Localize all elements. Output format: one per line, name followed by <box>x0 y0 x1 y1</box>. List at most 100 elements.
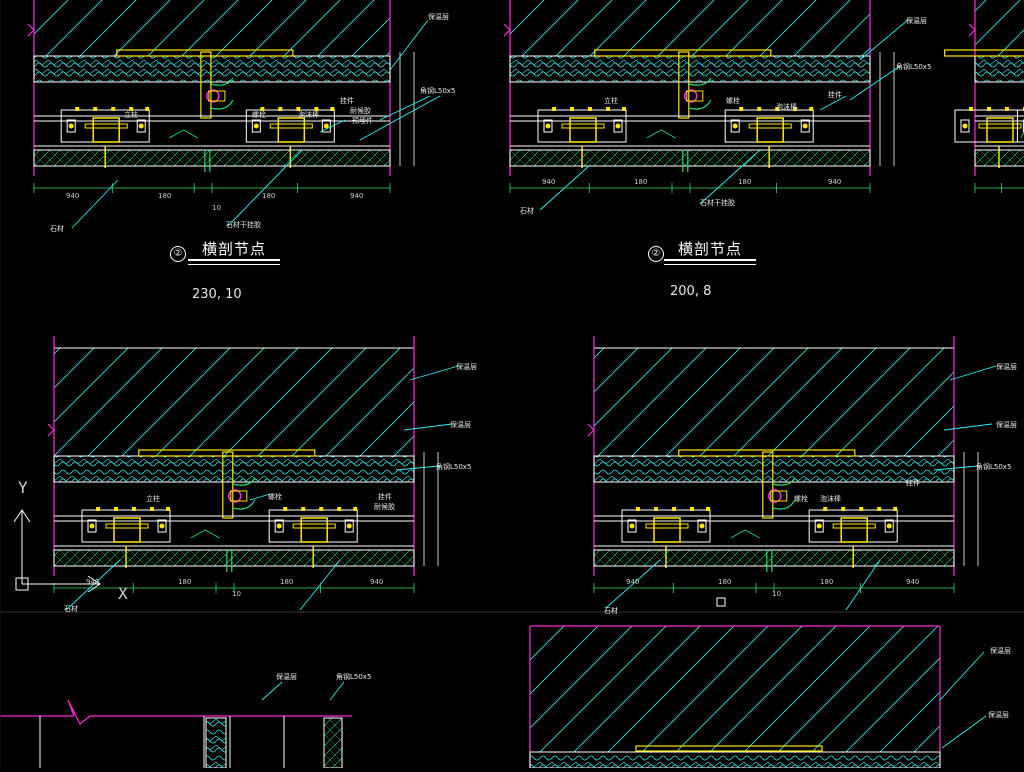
stone-panel <box>509 149 871 167</box>
clip-bolt-dot <box>138 123 144 129</box>
clip-bolt-dot <box>699 523 705 529</box>
clip-plate <box>748 123 792 129</box>
clip-body <box>653 517 681 543</box>
fastener-dot <box>552 107 556 111</box>
leader-line <box>605 559 661 609</box>
clip-bolt-dot <box>68 123 74 129</box>
clip-bolt-dot <box>816 523 822 529</box>
title-underline <box>188 259 280 261</box>
bracket-curve <box>688 99 712 110</box>
label-backing: 泡沫棒 <box>820 495 841 503</box>
concrete-wall <box>975 0 1024 56</box>
clip-bolt <box>1022 119 1024 133</box>
bracket-curve <box>688 77 712 86</box>
break-zigzag <box>968 23 976 37</box>
label-clip: 挂件 <box>828 91 842 99</box>
steel-post <box>678 51 690 119</box>
clip-plate <box>561 123 605 129</box>
fastener-dot <box>353 507 358 511</box>
break-zigzag <box>27 23 35 37</box>
steel-angle-cap <box>943 49 1024 57</box>
fastener-dot <box>606 107 610 111</box>
label-insulation: 保温层 <box>276 673 297 681</box>
fastener-dot <box>283 507 288 511</box>
leader-line <box>933 465 979 471</box>
bracket-curve <box>772 499 796 510</box>
fastener-dot <box>129 107 134 111</box>
fastener-dot <box>132 507 136 511</box>
clip-body <box>986 117 1014 143</box>
insulation-layer <box>529 751 941 769</box>
leader-line <box>249 493 271 501</box>
fastener-dot <box>969 107 973 111</box>
break-zigzag <box>503 23 511 37</box>
bracket-curve <box>232 499 256 510</box>
concrete-wall <box>510 0 870 56</box>
level-symbol <box>730 529 760 539</box>
clip-plate <box>978 123 1022 129</box>
label-backing: 泡沫棒 <box>298 111 319 119</box>
label-bolt: 螺栓 <box>252 111 266 119</box>
fastener-dot <box>706 507 710 511</box>
fastener-dot <box>588 107 592 111</box>
fastener-dot <box>775 107 780 111</box>
stone-panel <box>53 549 415 567</box>
leader-line <box>409 365 459 381</box>
clip-bolt-dot <box>346 523 352 529</box>
clip-body <box>277 117 306 143</box>
clip-bolt <box>800 119 810 133</box>
leader-line <box>319 119 346 133</box>
ucs-x-arrow <box>87 575 101 593</box>
steel-angle-cap <box>116 49 294 57</box>
dim-label: 940 <box>828 178 842 186</box>
label-insulation: 保温层 <box>428 13 449 21</box>
leader-line <box>227 149 303 227</box>
label-wall: 保温层 <box>990 647 1011 655</box>
leader-line <box>539 164 591 211</box>
bolt-head <box>206 89 220 103</box>
stone-panel <box>974 149 1024 167</box>
insulation-layer <box>53 455 415 483</box>
fastener-dot <box>793 107 798 111</box>
clip-assembly <box>537 109 627 143</box>
fastener-dot <box>809 107 814 111</box>
clip-bolt <box>697 519 707 533</box>
clip-bolt <box>87 519 97 533</box>
dim-label: 180 <box>820 578 834 586</box>
steel-angle-cap <box>138 449 316 457</box>
fastener-dot <box>636 507 640 511</box>
leader-line <box>845 559 881 611</box>
clip-bolt <box>251 119 261 133</box>
label-bolt: 螺栓 <box>268 493 282 501</box>
fastener-dot <box>96 507 100 511</box>
clip-bolt-dot <box>802 123 808 129</box>
label-wall: 保温层 <box>996 363 1017 371</box>
label-anchor: 预埋件 <box>352 117 373 125</box>
ucs-y-arrow <box>13 509 31 523</box>
label-insulation: 保温层 <box>988 711 1009 719</box>
leader-line <box>261 681 283 701</box>
label-stone: 石材 <box>604 607 618 615</box>
label-clip: 挂件 <box>378 493 392 501</box>
leader-line <box>65 559 121 611</box>
insulation-layer <box>974 55 1024 83</box>
bolt-plate <box>770 490 788 502</box>
level-symbol <box>1020 131 1024 139</box>
label-steel-angle: 角钢L50x5 <box>896 63 932 71</box>
label-steel-angle: 角钢L50x5 <box>436 463 472 471</box>
clip-bolt <box>543 119 553 133</box>
fastener-dot <box>330 107 335 111</box>
dim-label: 940 <box>542 178 556 186</box>
fastener-dot <box>570 107 574 111</box>
fastener-dot <box>823 507 828 511</box>
label-steel-angle: 角钢L50x5 <box>420 87 456 95</box>
steel-post <box>762 451 774 519</box>
dim-label: 940 <box>350 192 364 200</box>
clip-bolt-dot <box>629 523 635 529</box>
detail-title: 横剖节点 <box>202 240 267 258</box>
dim-label: 940 <box>906 578 920 586</box>
dim-label: 940 <box>86 578 100 586</box>
insulation-layer <box>33 55 391 83</box>
